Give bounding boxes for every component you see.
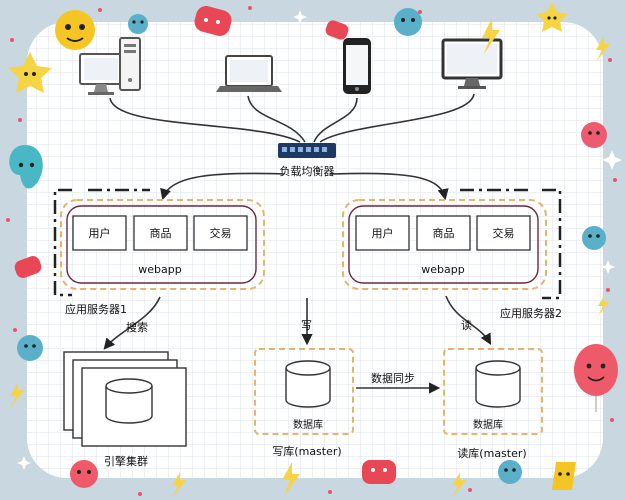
smartphone-icon — [343, 38, 371, 94]
server-2-module-label: 商品 — [433, 226, 455, 240]
load-balancer-icon — [278, 143, 336, 158]
red-face-decoration — [325, 20, 349, 40]
db-master-caption: 写库(master) — [272, 445, 341, 458]
server-2-module-box — [355, 215, 410, 251]
teal-face-decoration — [582, 226, 606, 250]
red-face-decoration — [362, 460, 396, 484]
star-face-decoration — [8, 52, 52, 93]
star-face-decoration — [536, 2, 568, 32]
db-master-label: 数据库 — [293, 418, 323, 431]
server-group-frame — [53, 188, 562, 300]
server-2-module-label: 用户 — [372, 226, 394, 240]
server-1-module-label: 交易 — [210, 226, 232, 240]
db-master-frame — [254, 348, 354, 435]
lb-to-server1-arrow — [160, 172, 285, 201]
db-slave-database-icon — [475, 360, 521, 408]
app-server-1: 用户 商品 交易 webapp — [60, 199, 265, 290]
red-balloon-decoration — [574, 344, 618, 412]
laptop-icon — [216, 55, 282, 92]
client-connectors — [109, 93, 475, 143]
app-server-2: 用户 商品 交易 webapp — [342, 199, 547, 290]
search-cluster-database-icon — [105, 378, 153, 424]
search-cluster-stack — [63, 351, 187, 447]
server-2-app-label: webapp — [421, 263, 464, 276]
db-slave-caption: 读库(master) — [457, 446, 526, 460]
teal-face-decoration — [498, 460, 522, 484]
search-arrow — [103, 296, 161, 350]
lightning-decoration — [10, 18, 610, 498]
read-arrow — [445, 295, 492, 345]
server-2-label: 应用服务器2 — [500, 306, 562, 320]
server-1-webapp-panel — [66, 205, 257, 284]
write-edge-label: 写 — [301, 319, 312, 332]
sparkle-dots-decoration — [6, 6, 617, 496]
load-balancer-label: 负载均衡器 — [280, 164, 335, 178]
teal-face-decoration — [394, 8, 422, 36]
read-edge-label: 读 — [461, 318, 472, 332]
red-face-decoration — [581, 122, 607, 148]
db-slave: 数据库 — [443, 348, 543, 435]
db-slave-label: 数据库 — [473, 418, 503, 431]
server-1-module-label: 商品 — [150, 226, 172, 240]
db-master: 数据库 — [254, 348, 354, 435]
db-master-database-icon — [285, 360, 331, 408]
yellow-face-decoration — [552, 462, 576, 490]
red-face-decoration — [14, 256, 42, 278]
server-1-frame — [60, 199, 265, 290]
search-cluster-label: 引擎集群 — [104, 454, 148, 468]
teal-face-decoration — [17, 335, 43, 361]
server-1-module-box — [133, 215, 188, 251]
teal-face-decoration — [9, 145, 43, 189]
server-2-frame — [342, 199, 547, 290]
desktop-computer-icon — [79, 37, 141, 95]
server-1-module-box — [72, 215, 127, 251]
db-slave-frame — [443, 348, 543, 435]
server-2-webapp-panel — [348, 205, 539, 284]
yellow-face-decoration — [55, 10, 95, 50]
red-face-decoration — [194, 6, 232, 36]
server-1-label: 应用服务器1 — [65, 302, 127, 316]
star-sparkles-decoration — [17, 10, 622, 470]
lb-to-server2-arrow — [329, 172, 449, 201]
server-2-module-label: 交易 — [493, 226, 515, 240]
server-1-module-box — [193, 215, 248, 251]
red-face-decoration — [70, 460, 98, 488]
server-1-app-label: webapp — [138, 263, 181, 276]
sync-edge-label: 数据同步 — [371, 371, 415, 385]
teal-face-decoration — [128, 14, 148, 34]
server-2-module-box — [476, 215, 531, 251]
server-1-module-label: 用户 — [89, 226, 111, 240]
search-edge-label: 搜索 — [126, 320, 148, 334]
server-2-module-box — [416, 215, 471, 251]
